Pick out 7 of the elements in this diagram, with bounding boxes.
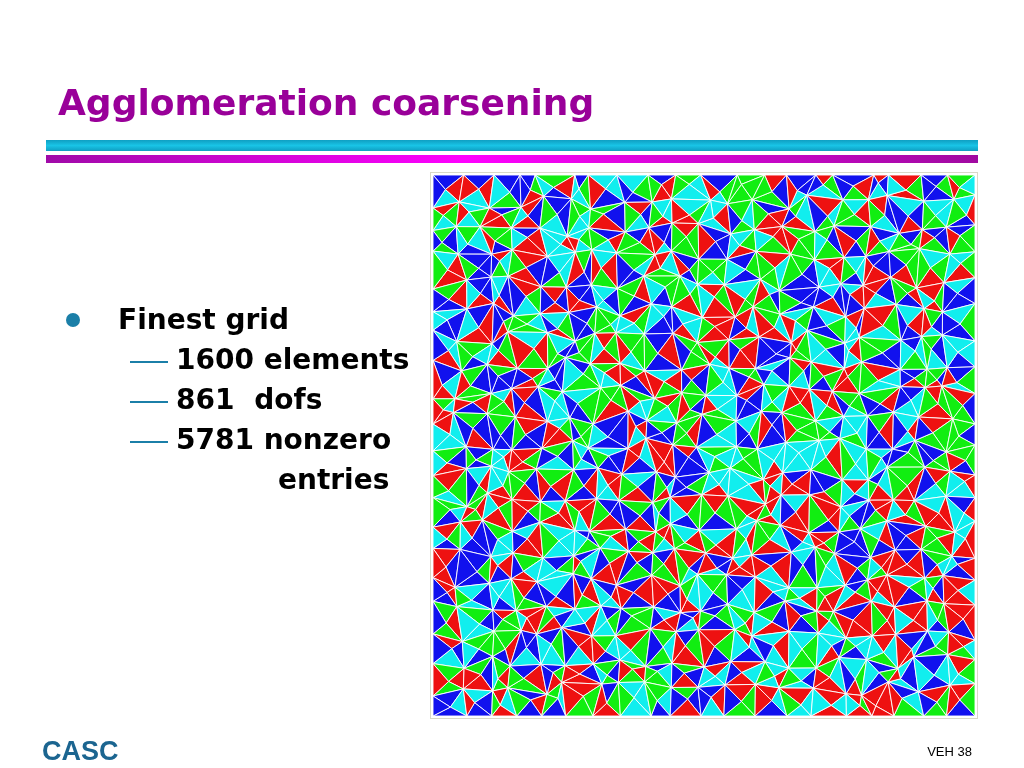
bullet-text: 1600 elements — [176, 342, 410, 378]
page-number: VEH 38 — [927, 744, 972, 760]
bullet-text: Finest grid — [118, 302, 289, 338]
bullet-text: 5781 nonzero entries — [176, 422, 393, 498]
slide-title: Agglomeration coarsening — [58, 81, 595, 125]
footer-text: CASC — [42, 736, 119, 766]
bullet-text: 861 dofs — [176, 382, 323, 418]
